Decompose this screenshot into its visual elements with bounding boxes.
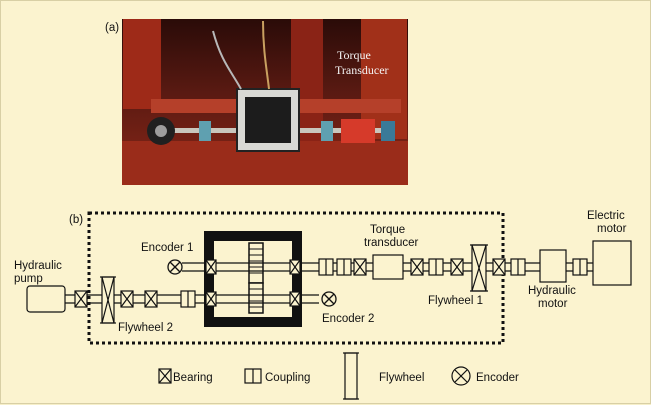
torque-transducer-label-1: Torque [370,224,405,236]
bearing-symbol [450,258,464,276]
flywheel-1 [470,244,488,292]
legend-encoder-icon [451,366,471,386]
electric-motor-label-2: motor [597,223,627,235]
panel-b-label: (b) [69,214,83,226]
coupling-symbol [180,290,196,308]
encoder-1-label: Encoder 1 [141,242,193,254]
bearing-symbol [289,259,301,275]
bearing-symbol [205,259,217,275]
bearing-symbol [353,258,367,276]
torque-transducer [372,254,404,280]
legend-coupling-icon [244,368,262,384]
encoder-1 [167,259,183,275]
bearing-symbol [120,290,134,308]
legend-flywheel-label: Flywheel [379,372,424,384]
coupling-symbol [572,258,588,276]
legend-bearing-label: Bearing [173,372,213,384]
gearbox [204,231,302,327]
flywheel-2 [100,276,116,324]
bearing-symbol [289,291,301,307]
dashed-enclosure [87,211,505,345]
hydraulic-pump-label-1: Hydraulic [14,260,62,272]
flywheel-1-label: Flywheel 1 [428,295,483,307]
bearing-symbol [144,290,158,308]
bearing-symbol [74,290,88,308]
hydraulic-pump-label-2: pump [14,273,43,285]
legend-coupling-label: Coupling [265,372,310,384]
coupling-symbol [336,258,352,276]
photo-caption-line1: Torque [337,48,371,62]
coupling-symbol [428,258,444,276]
hydraulic-motor-label-2: motor [538,298,568,310]
encoder-2-label: Encoder 2 [322,313,374,325]
legend [158,352,471,400]
test-rig-photo: Torque Transducer [122,19,408,185]
photo-caption-line2: Transducer [335,63,389,77]
bearing-symbol [410,258,424,276]
electric-motor [592,240,632,286]
coupling-symbol [510,258,526,276]
legend-bearing-icon [158,368,172,384]
hydraulic-motor [539,249,567,283]
legend-flywheel-icon [343,352,359,400]
legend-encoder-label: Encoder [476,372,519,384]
bearing-symbol [205,291,217,307]
flywheel-2-label: Flywheel 2 [118,322,173,334]
torque-transducer-label-2: transducer [364,237,419,249]
electric-motor-label-1: Electric [587,210,625,222]
encoder-2 [321,291,337,307]
bearing-symbol [492,258,506,276]
coupling-symbol [318,258,334,276]
hydraulic-motor-label-1: Hydraulic [528,285,576,297]
panel-a-label: (a) [105,22,119,34]
hydraulic-pump [26,285,66,313]
